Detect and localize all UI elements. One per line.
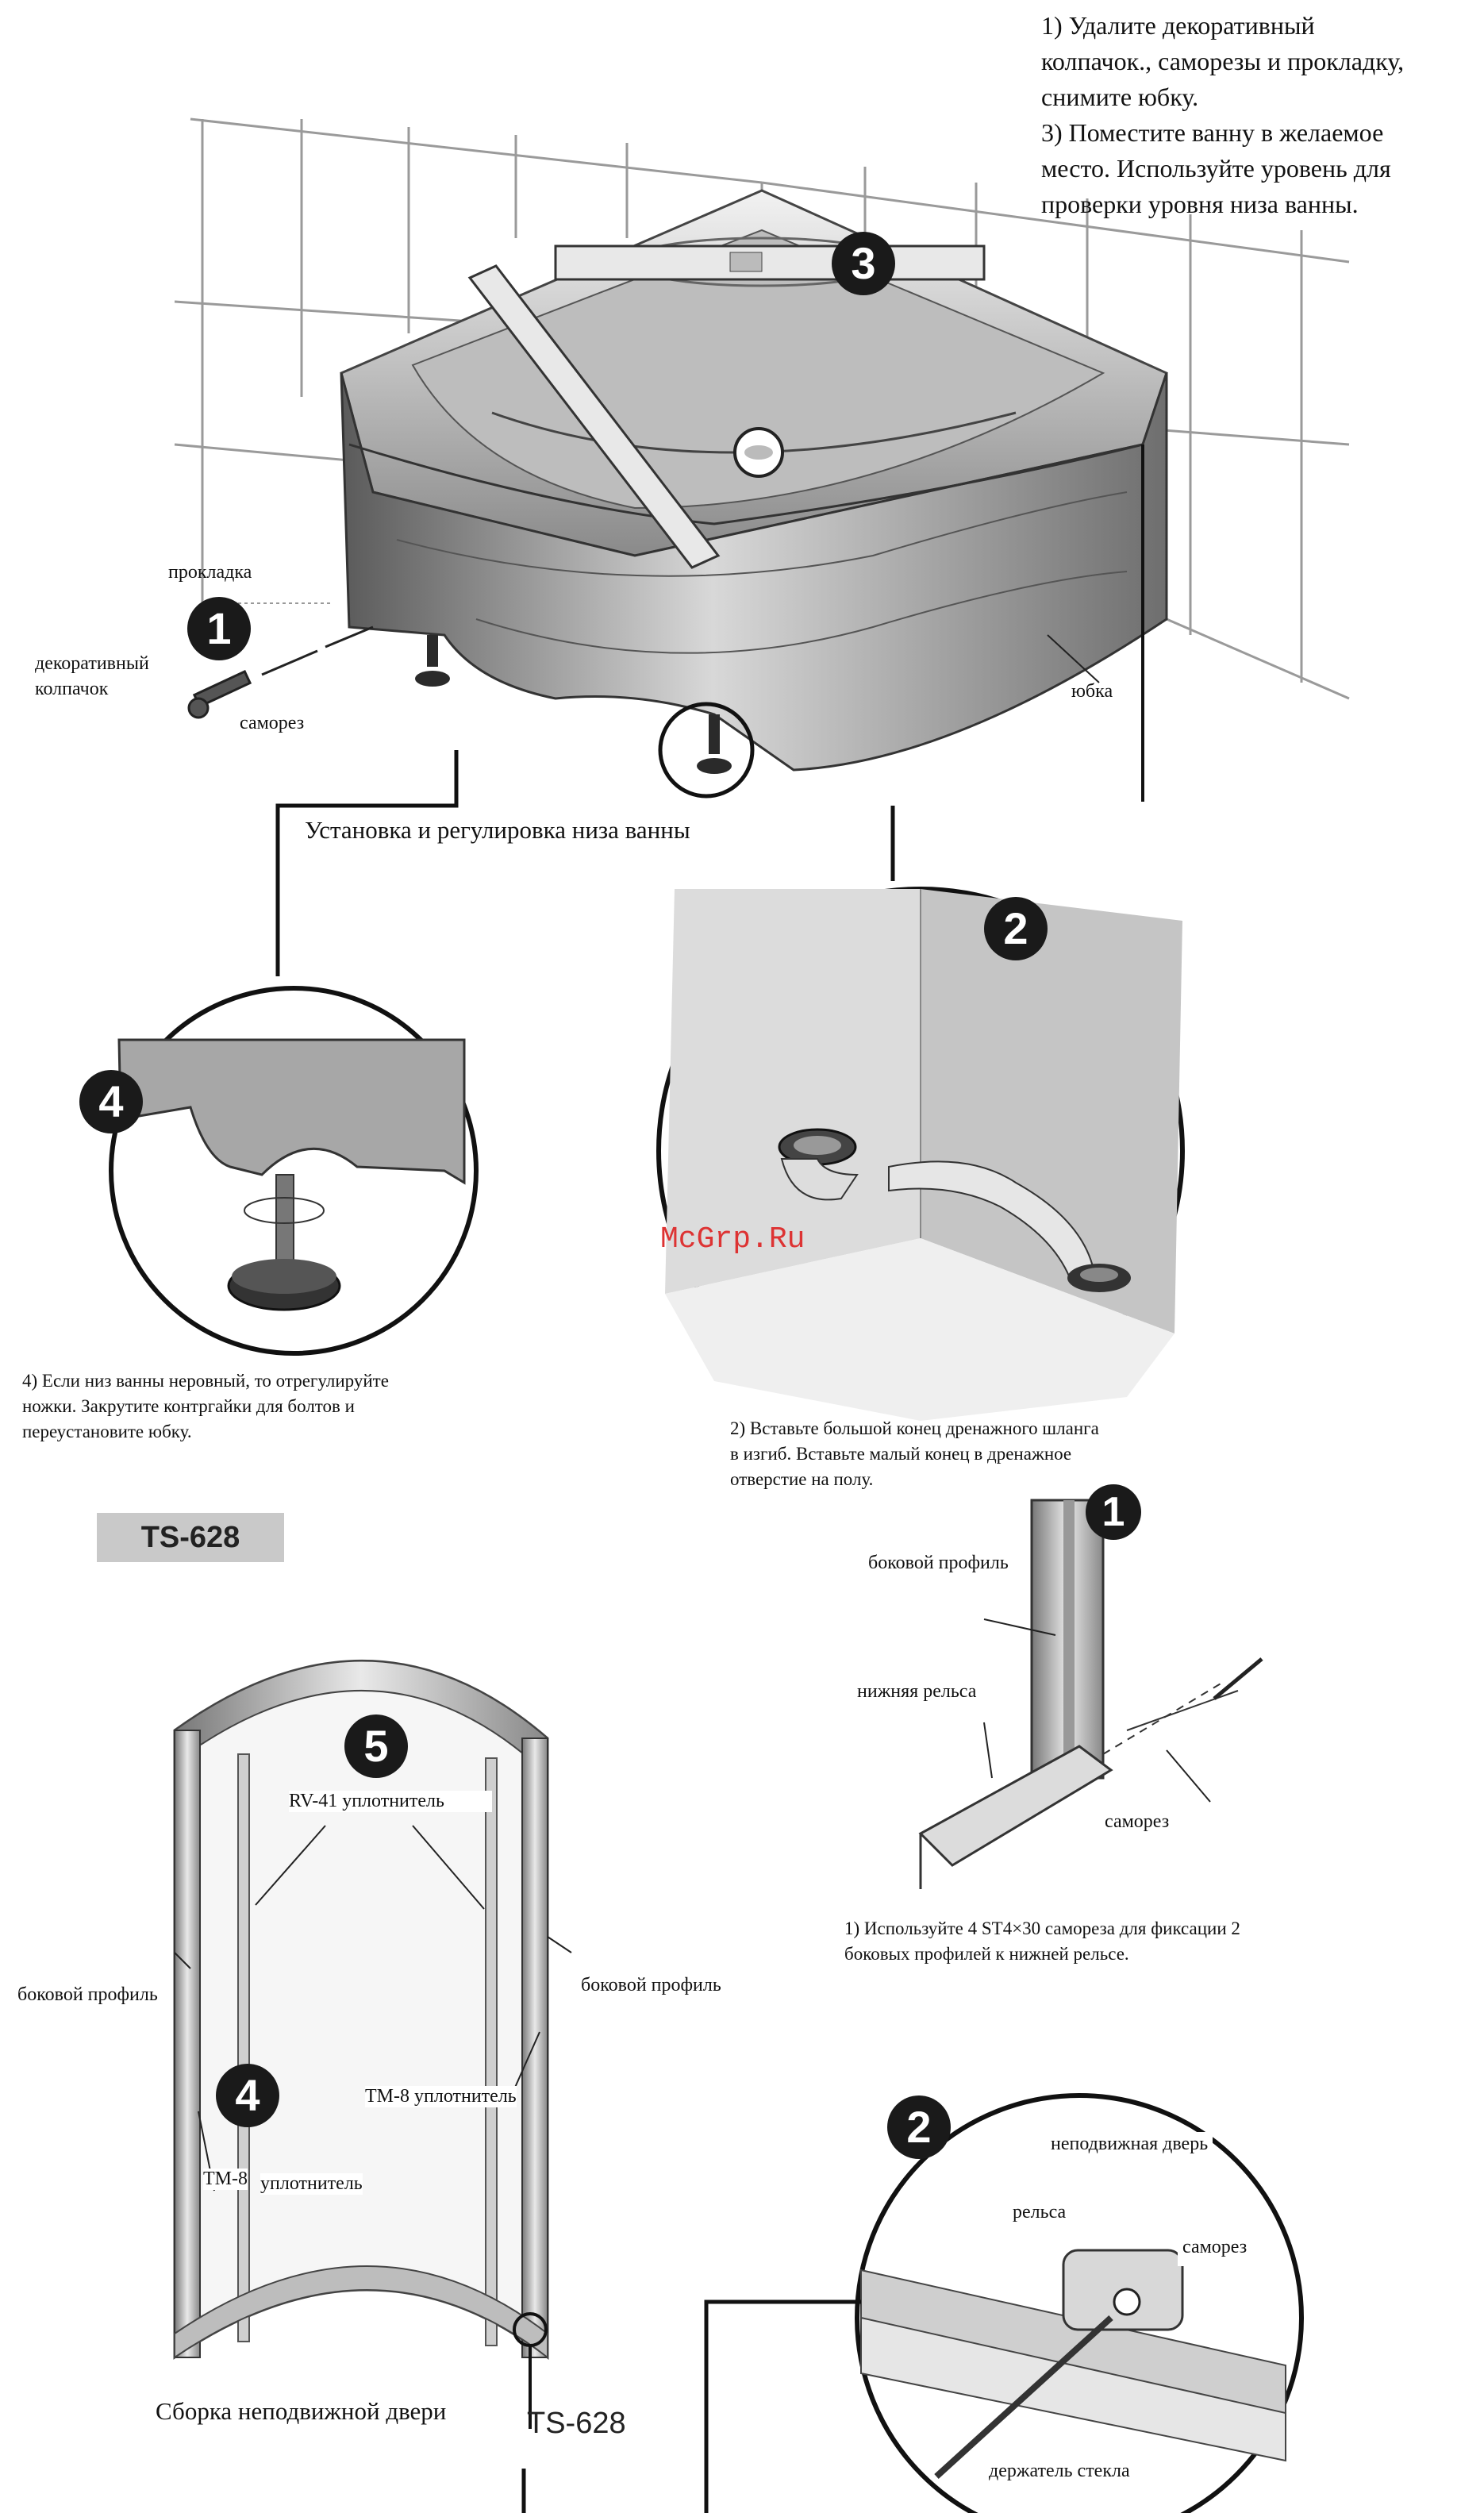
fixed-door-label: неподвижная дверь [1046,2132,1213,2157]
header-line-3: снимите юбку. [1041,83,1199,111]
tile-wall [174,117,1350,700]
glass-holder-circle [704,2093,1304,2513]
step-4-badge: 4 [79,1070,143,1133]
profile-line-1: 1) Используйте 4 ST4×30 самореза для фик… [844,1918,1240,1938]
bathtub-drawing [187,189,1168,802]
glass-holder-label: держатель стекла [984,2459,1135,2484]
skirt-label: юбка [1071,681,1113,702]
side-profile-left-label: боковой профиль [17,1984,158,2005]
screw-label-glass: саморез [1178,2235,1271,2266]
profile-line-2: боковых профилей к нижней рельсе. [844,1944,1129,1964]
step4-line-3: переустановите юбку. [22,1422,192,1441]
decorative-cap-label-line-2: колпачок [35,679,109,699]
door-title: Сборка неподвижной двери [156,2397,447,2425]
step-3-badge: 3 [832,232,895,295]
model-label-bottom: TS-628 [527,2407,626,2440]
rv41-seal-label: RV-41 уплотнитель [289,1791,492,1812]
decorative-cap-label: декоративный колпачок [35,651,149,702]
step2-line-2: в изгиб. Вставьте малый конец в дренажно… [730,1444,1072,1464]
step-1-badge-profile: 1 [1086,1484,1141,1540]
profile-rail-drawing [918,1499,1263,1889]
step4-line-2: ножки. Закрутите контргайки для болтов и [22,1396,355,1416]
header-line-2: колпачок., саморезы и прокладку, [1041,47,1405,75]
bottom-rail-label: нижняя рельса [857,1681,977,1702]
step4-line-1: 4) Если низ ванны неровный, то отрегулир… [22,1371,389,1391]
tm8-seal-right-label: TM-8 уплотнитель [365,2086,517,2107]
step-2-badge: 2 [984,897,1048,960]
watermark: McGrp.Ru [660,1222,805,1256]
header-line-6: проверки уровня низа ванны. [1041,190,1359,218]
screw-label-profile: саморез [1105,1811,1170,1832]
rail-label: рельса [1008,2200,1114,2234]
decorative-cap-label-line-1: декоративный [35,653,149,674]
drain-detail-circle [656,887,1185,1421]
tm8-seal-left-word: уплотнитель [260,2173,363,2195]
step-4-badge-door: 4 [216,2064,279,2127]
profile-instructions: 1) Используйте 4 ST4×30 самореза для фик… [844,1916,1416,1967]
step2-instructions: 2) Вставьте большой конец дренажного шла… [730,1416,1222,1492]
step-5-badge-door: 5 [344,1714,408,1778]
header-line-1: 1) Удалите декоративный [1041,11,1315,40]
side-profile-right-label: боковой профиль [581,1975,721,1995]
section-leader-lines [275,750,895,976]
side-profile-label: боковой профиль [868,1553,1009,1573]
step4-instructions: 4) Если низ ванны неровный, то отрегулир… [22,1368,514,1445]
step2-line-3: отверстие на полу. [730,1469,874,1489]
tm8-seal-left-code: TM-8 [203,2169,248,2190]
step-2-badge-glass: 2 [887,2095,951,2159]
leg-detail-circle [109,986,479,1356]
step-1-badge: 1 [187,597,251,660]
gasket-label: прокладка [168,562,252,583]
section-title: Установка и регулировка низа ванны [305,816,690,844]
header-line-4: 3) Поместите ванну в желаемое [1041,118,1384,147]
screw-label-bath: саморез [240,713,305,733]
step2-line-1: 2) Вставьте большой конец дренажного шла… [730,1418,1099,1438]
model-badge: TS-628 [97,1513,284,1562]
header-line-5: место. Используйте уровень для [1041,154,1391,183]
header-instructions: 1) Удалите декоративный колпачок., самор… [1041,8,1470,222]
